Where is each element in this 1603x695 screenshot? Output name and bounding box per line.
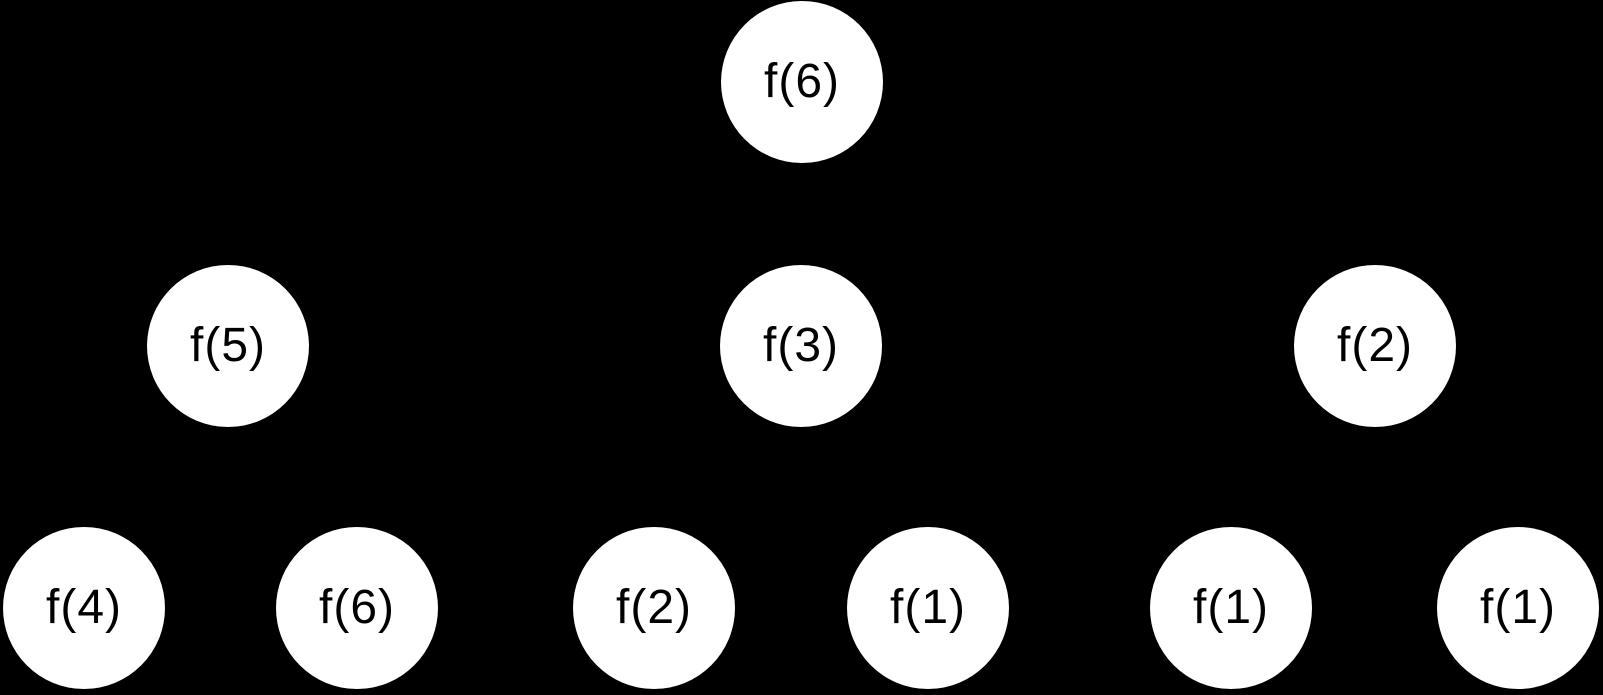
- tree-node: f(1): [1437, 527, 1599, 689]
- tree-node: f(1): [1150, 527, 1312, 689]
- tree-node: f(6): [721, 1, 883, 163]
- tree-node: f(4): [3, 527, 165, 689]
- node-label: f(5): [190, 319, 266, 372]
- tree-node: f(2): [573, 527, 735, 689]
- tree-node: f(6): [276, 527, 438, 689]
- node-label: f(2): [616, 581, 692, 634]
- node-label: f(6): [319, 581, 395, 634]
- node-label: f(6): [764, 55, 840, 108]
- node-label: f(3): [763, 319, 839, 372]
- node-label: f(1): [1193, 581, 1269, 634]
- node-label: f(1): [1480, 581, 1556, 634]
- tree-node: f(3): [720, 265, 882, 427]
- node-label: f(4): [46, 581, 122, 634]
- tree-node: f(5): [147, 265, 309, 427]
- tree-node: f(2): [1294, 265, 1456, 427]
- node-label: f(1): [890, 581, 966, 634]
- tree-node: f(1): [847, 527, 1009, 689]
- node-label: f(2): [1337, 319, 1413, 372]
